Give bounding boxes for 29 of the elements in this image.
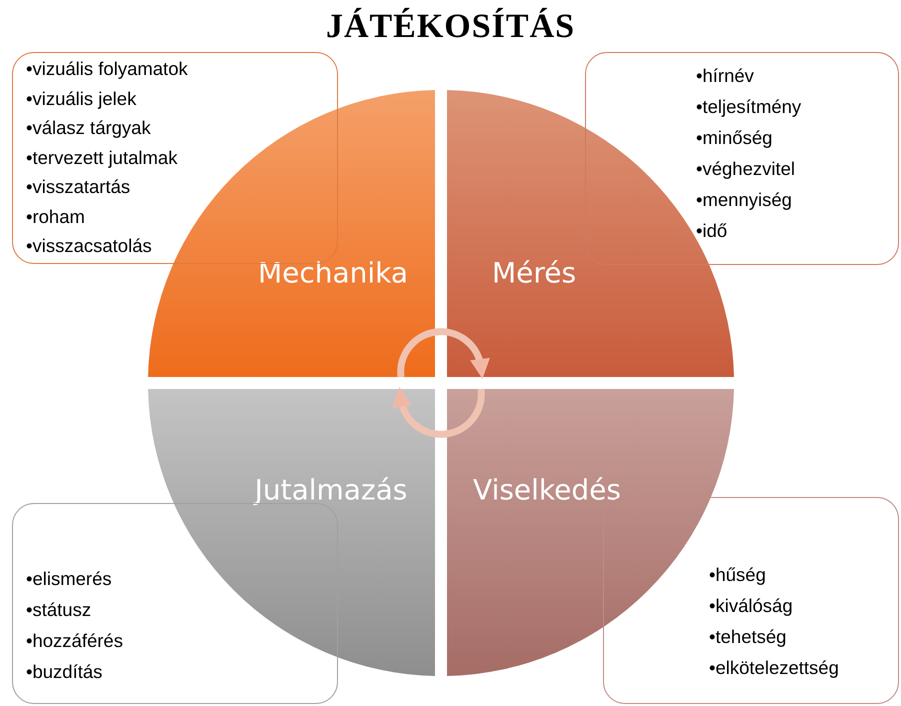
list-item: •minőség [696,127,772,149]
quadrant-label: Mechanika [258,256,408,290]
quadrant-label: Jutalmazás [254,474,408,506]
cycle-arrow [392,387,485,438]
list-item: •véghezvitel [696,158,796,180]
list-item: •buzdítás [26,661,102,683]
list-item: •visszacsatolás [26,235,152,257]
title: JÁTÉKOSÍTÁS [324,8,576,46]
list-item: •mennyiség [696,189,792,211]
list-item: •vizuális jelek [26,88,136,110]
list-item: •hűség [709,564,766,586]
list-item: •kiválóság [709,595,793,617]
list-item: •tehetség [709,626,786,648]
list-item: •idő [696,220,728,242]
list-item: •státusz [26,599,92,621]
quadrant-label: Viselkedés [473,474,621,506]
list-item: •tervezett jutalmak [26,146,178,168]
list-item: •elkötelezettség [709,657,839,679]
list-item: •hozzáférés [26,630,123,652]
cycle-arrow [397,328,490,379]
list-item: •hírnév [696,65,754,87]
list-item: •elismerés [26,568,112,590]
list-item: •vizuális folyamatok [26,58,188,80]
list-item: •válasz tárgyak [26,117,151,139]
quadrant-label: Mérés [492,256,576,290]
list-item: •roham [26,206,85,228]
list-item: •visszatartás [26,176,130,198]
list-item: •teljesítmény [696,96,802,118]
list-panel [585,52,899,265]
